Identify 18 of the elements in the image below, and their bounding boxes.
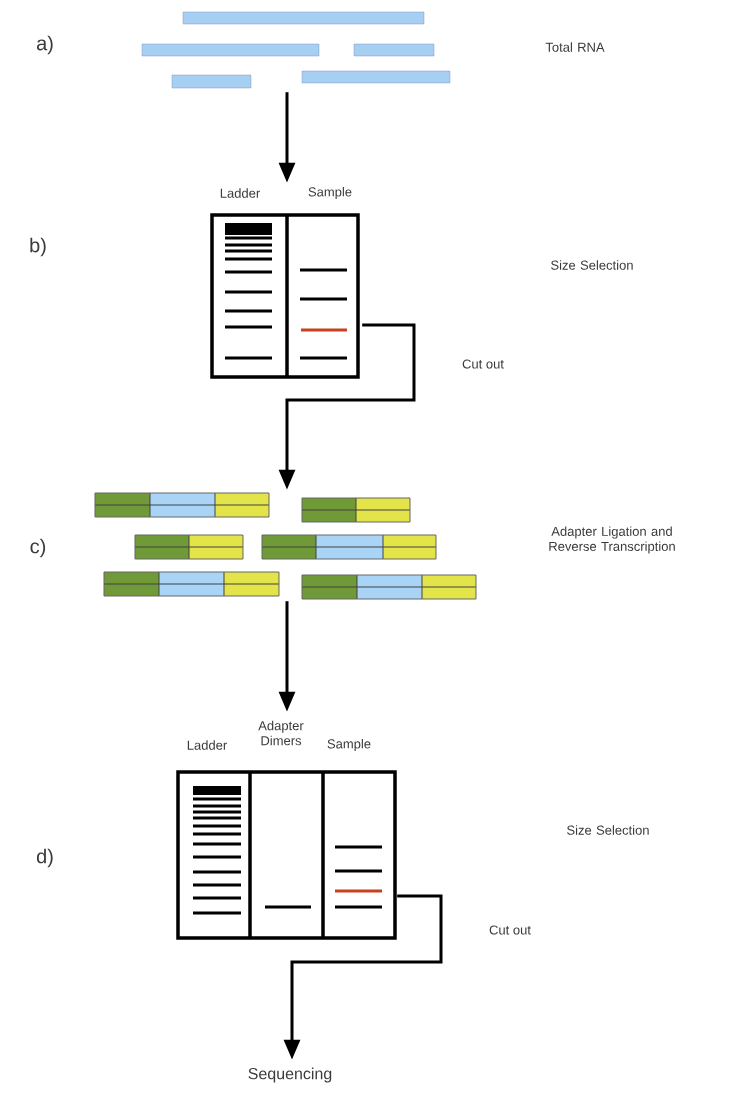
adapter-ligated-fragments-drawing	[94, 492, 477, 600]
edge-label: Cut out	[460, 357, 506, 371]
step-label: Size Selection	[551, 260, 633, 270]
step-letter: d)	[36, 848, 53, 868]
step-label: Adapter Ligation and Reverse Transcription	[549, 526, 675, 554]
step-letter: b)	[30, 237, 46, 257]
step-label: Size Selection	[567, 825, 649, 835]
lane-label: Ladder	[220, 188, 260, 198]
lane-label: Sample	[308, 186, 352, 200]
lane-label: Sample	[327, 738, 371, 752]
edge-label: Cut out	[487, 923, 533, 937]
lane-label: Adapter Dimers	[258, 720, 304, 746]
step-letter: c)	[30, 538, 46, 558]
lane-label: Ladder	[187, 740, 227, 750]
step-letter: a)	[36, 35, 53, 55]
step-label: Sequencing	[248, 1067, 332, 1083]
rna-fragments-drawing	[141, 11, 451, 89]
step-label: Total RNA	[545, 42, 605, 52]
